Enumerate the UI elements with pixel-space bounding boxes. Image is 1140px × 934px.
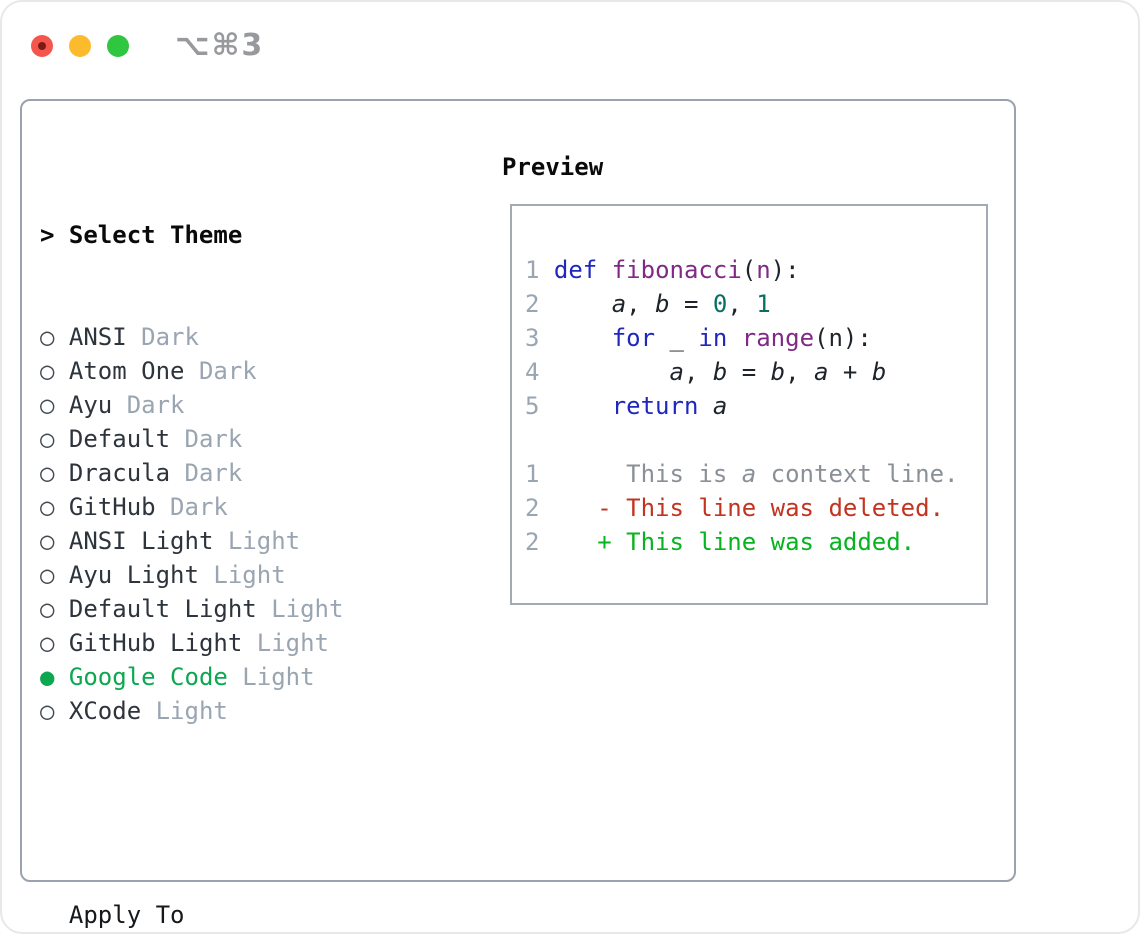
theme-item-ayu-light[interactable]: ○ Ayu Light Light	[40, 558, 445, 592]
theme-item-ansi-light[interactable]: ○ ANSI Light Light	[40, 524, 445, 558]
theme-item-ayu[interactable]: ○ Ayu Dark	[40, 388, 445, 422]
code-line: 2 - This line was deleted.	[525, 494, 945, 522]
theme-list: ○ ANSI Dark○ Atom One Dark○ Ayu Dark○ De…	[40, 320, 445, 728]
zoom-button[interactable]	[107, 34, 129, 57]
close-button[interactable]	[31, 34, 53, 57]
prompt-icon: >	[40, 221, 55, 249]
theme-name: GitHub Light	[54, 629, 243, 657]
radio-unselected-icon: ○	[40, 561, 55, 589]
theme-name: Default	[54, 425, 171, 453]
theme-panel: >Select Theme ○ ANSI Dark○ Atom One Dark…	[40, 150, 445, 932]
window-title: ⌥⌘3	[175, 28, 265, 63]
theme-item-xcode[interactable]: ○ XCode Light	[40, 694, 445, 728]
theme-variant-tag: Dark	[184, 357, 257, 385]
theme-variant-tag: Light	[242, 629, 329, 657]
code-line: 2 + This line was added.	[525, 528, 916, 556]
theme-item-atom-one[interactable]: ○ Atom One Dark	[40, 354, 445, 388]
theme-item-ansi[interactable]: ○ ANSI Dark	[40, 320, 445, 354]
theme-name: ANSI Light	[54, 527, 214, 555]
radio-unselected-icon: ○	[40, 595, 55, 623]
line-number: 5	[525, 392, 540, 420]
apply-to-header: Apply To	[68, 901, 185, 929]
theme-item-default-light[interactable]: ○ Default Light Light	[40, 592, 445, 626]
theme-variant-tag: Light	[213, 527, 301, 555]
theme-name: GitHub	[54, 493, 156, 521]
line-number: 4	[525, 358, 540, 386]
theme-item-default[interactable]: ○ Default Dark	[40, 422, 445, 456]
theme-variant-tag: Light	[198, 561, 286, 589]
radio-unselected-icon: ○	[40, 357, 55, 385]
theme-name: Ayu	[54, 391, 113, 419]
theme-variant-tag: Dark	[155, 493, 228, 521]
code-line: 3 for _ in range(n):	[525, 324, 872, 352]
radio-unselected-icon: ○	[40, 323, 55, 351]
theme-variant-tag: Light	[227, 663, 315, 691]
theme-name: Ayu Light	[54, 561, 199, 589]
code-line	[525, 423, 959, 457]
line-number: 3	[525, 324, 540, 352]
theme-item-google-code[interactable]: ● Google Code Light	[40, 660, 445, 694]
radio-unselected-icon: ○	[40, 629, 55, 657]
code-block: 1 def fibonacci(n): 2 a, b = 0, 1 3 for _ …	[525, 253, 959, 559]
radio-unselected-icon: ○	[40, 391, 55, 419]
theme-variant-tag: Dark	[112, 391, 185, 419]
preview-header: Preview	[502, 153, 604, 181]
code-line: 1 This is a context line.	[525, 460, 959, 488]
preview-box: 1 def fibonacci(n): 2 a, b = 0, 1 3 for _ …	[510, 204, 988, 605]
main-panel: >Select Theme ○ ANSI Dark○ Atom One Dark…	[20, 99, 1016, 929]
theme-name: ANSI	[54, 323, 127, 351]
theme-variant-tag: Dark	[170, 425, 243, 453]
titlebar: ⌥⌘3	[31, 28, 264, 63]
radio-unselected-icon: ○	[40, 493, 55, 521]
line-number: 2	[525, 528, 540, 556]
code-line: 5 return a	[525, 392, 728, 420]
line-number: 2	[525, 290, 540, 318]
theme-name: Atom One	[54, 357, 185, 385]
minimize-button[interactable]	[69, 34, 91, 57]
theme-item-github[interactable]: ○ GitHub Dark	[40, 490, 445, 524]
radio-unselected-icon: ○	[40, 697, 55, 725]
code-line: 1 def fibonacci(n):	[525, 256, 800, 284]
code-line: 2 a, b = 0, 1	[525, 290, 771, 318]
theme-panel-header: > Select Theme	[40, 218, 445, 252]
theme-item-dracula[interactable]: ○ Dracula Dark	[40, 456, 445, 490]
theme-panel-title: Select Theme	[68, 221, 243, 249]
theme-variant-tag: Light	[256, 595, 344, 623]
theme-name: Default Light	[54, 595, 257, 623]
radio-unselected-icon: ○	[40, 425, 55, 453]
theme-name: XCode	[54, 697, 142, 725]
radio-unselected-icon: ○	[40, 527, 55, 555]
theme-variant-tag: Dark	[170, 459, 243, 487]
radio-unselected-icon: ○	[40, 459, 55, 487]
line-number: 1	[525, 256, 540, 284]
theme-variant-tag: Light	[141, 697, 228, 725]
spacer	[40, 796, 445, 830]
code-line: 4 a, b = b, a + b	[525, 358, 887, 386]
theme-name: Dracula	[54, 459, 171, 487]
theme-name: Google Code	[54, 663, 228, 691]
close-dot-icon	[38, 41, 46, 50]
theme-variant-tag: Dark	[126, 323, 199, 351]
line-number: 1	[525, 460, 540, 488]
theme-item-github-light[interactable]: ○ GitHub Light Light	[40, 626, 445, 660]
radio-selected-icon: ●	[40, 663, 55, 691]
line-number: 2	[525, 494, 540, 522]
